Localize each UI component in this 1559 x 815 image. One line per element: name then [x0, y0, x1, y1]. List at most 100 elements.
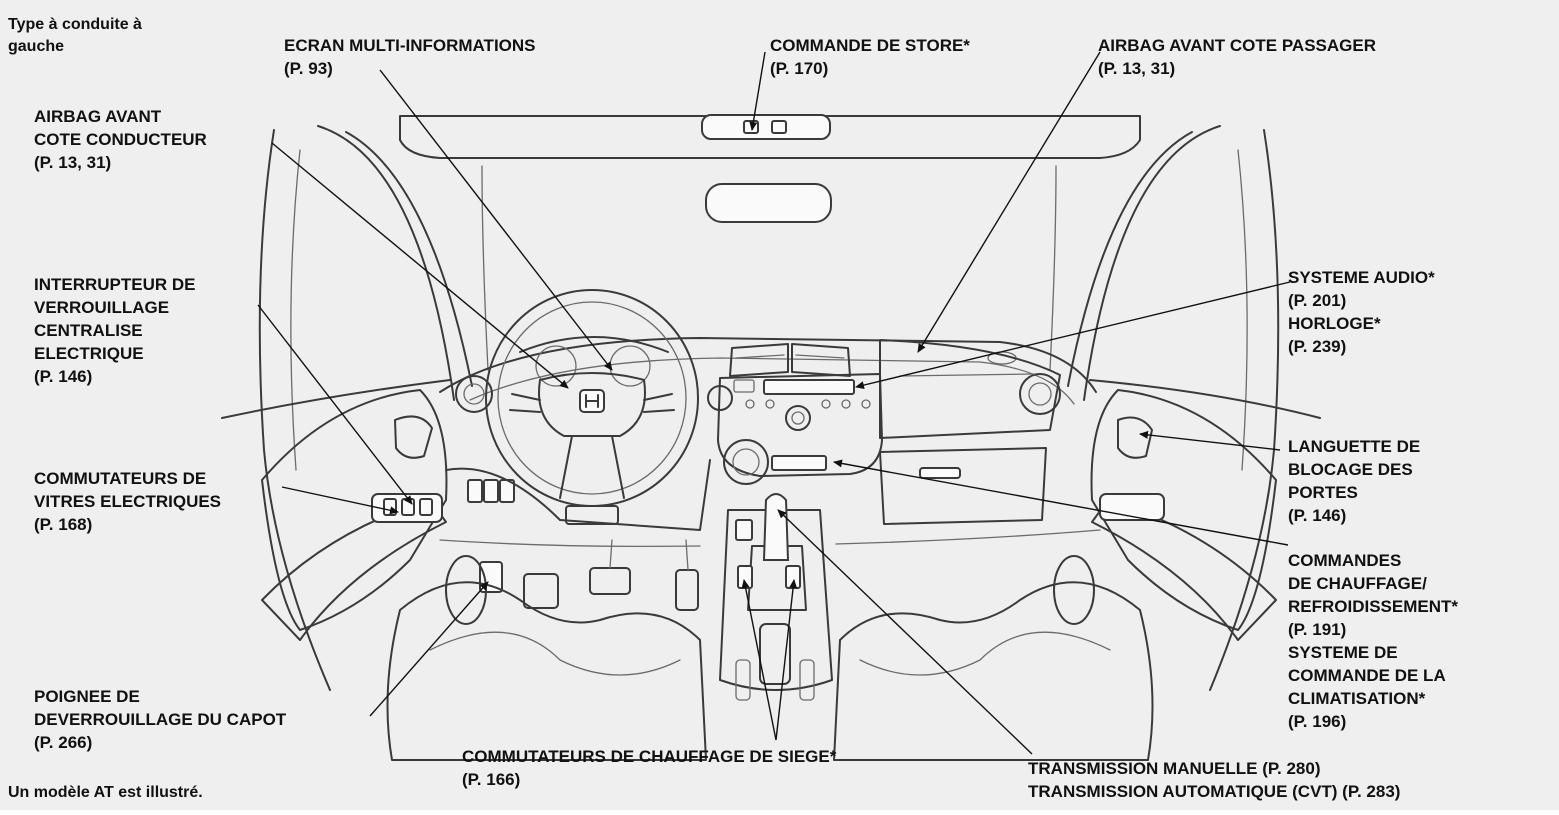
right-door-beltline [1089, 379, 1321, 419]
leader-passenger-airbag [917, 51, 1101, 353]
left-door-frame-inner [290, 149, 301, 471]
console-cupholder [759, 623, 791, 685]
transmission-automatic: TRANSMISSION AUTOMATIQUE (CVT) (P. 283) [1028, 782, 1401, 801]
driver-airbag-page: (P. 13, 31) [34, 153, 112, 172]
leader-multi-info-display [379, 69, 613, 371]
right-a-pillar [1083, 125, 1221, 401]
left-a-pillar [317, 125, 455, 401]
sunshade-control-title: COMMANDE DE STORE* [770, 36, 970, 55]
steering-hub [538, 372, 646, 437]
model-shown-note: Un modèle AT est illustré. [8, 782, 203, 804]
steering-spoke-right [643, 393, 675, 413]
climate-line-2: DE CHAUFFAGE/ [1288, 574, 1427, 593]
left-window-switch-c [419, 498, 433, 516]
center-stack [717, 373, 883, 477]
left-a-pillar-edge [481, 165, 489, 371]
left-side-vent-inner [463, 383, 485, 405]
door-lock-tab-line-2: BLOCAGE DES [1288, 460, 1413, 479]
hood-release-line-2: DEVERROUILLAGE DU CAPOT [34, 710, 287, 729]
leader-window-switches [281, 486, 399, 515]
drive-side-line-1: Type à conduite à [8, 16, 142, 33]
tachometer [535, 345, 577, 387]
passenger-airbag-page: (P. 13, 31) [1098, 59, 1176, 78]
rearview-mirror [705, 183, 832, 223]
sunshade-control-page: (P. 170) [770, 59, 829, 78]
leader-sunshade-control [749, 51, 766, 131]
label-seat-heater-switches: COMMUTATEURS DE CHAUFFAGE DE SIEGE* (P. … [462, 745, 836, 791]
door-lock-switch-page: (P. 146) [34, 367, 93, 386]
climate-button-panel [771, 455, 827, 471]
multi-info-display-title: ECRAN MULTI-INFORMATIONS [284, 36, 536, 55]
audio-knob [785, 405, 811, 431]
model-shown-text: Un modèle AT est illustré. [8, 784, 203, 801]
lower-dash-edge [439, 539, 701, 548]
steering-wheel-rim-inner [497, 301, 687, 495]
window-switches-line-2: VITRES ELECTRIQUES [34, 492, 222, 511]
climate-line-1: COMMANDES [1288, 551, 1402, 570]
center-vent-right [791, 343, 851, 377]
window-switches-line-1: COMMUTATEURS DE [34, 469, 207, 488]
drive-side-line-2: gauche [8, 38, 65, 55]
window-switches-page: (P. 168) [34, 515, 93, 534]
door-lock-switch-line-2: VERROUILLAGE [34, 298, 170, 317]
transmission-manual: TRANSMISSION MANUELLE (P. 280) [1028, 759, 1321, 778]
door-lock-tab-line-1: LANGUETTE DE [1288, 437, 1421, 456]
glove-box-handle [919, 467, 961, 479]
console-switch [735, 519, 753, 541]
audio-button-2 [765, 399, 775, 409]
left-door-beltline [221, 379, 451, 419]
climate-page-2: (P. 196) [1288, 712, 1347, 731]
left-a-pillar-inner [345, 131, 473, 387]
audio-system-page: (P. 201) [1288, 291, 1347, 310]
climate-page-1: (P. 191) [1288, 620, 1347, 639]
right-side-vent-inner [1028, 382, 1052, 406]
right-door-panel [1090, 389, 1277, 631]
instrument-hood [519, 336, 669, 353]
hood-release-page: (P. 266) [34, 733, 93, 752]
honda-h [585, 394, 599, 408]
label-sunshade-control: COMMANDE DE STORE* (P. 170) [770, 34, 970, 80]
accelerator-pedal [675, 569, 699, 611]
airbag-seam [899, 373, 1035, 377]
label-audio-clock: SYSTEME AUDIO* (P. 201) HORLOGE* (P. 239… [1288, 266, 1435, 358]
steering-column [565, 505, 619, 525]
climate-line-6: COMMANDE DE LA [1288, 666, 1446, 685]
leader-transmission [777, 509, 1033, 755]
climate-line-3: REFROIDISSEMENT* [1288, 597, 1459, 616]
door-lock-tab-line-3: PORTES [1288, 483, 1358, 502]
left-switch-2 [483, 479, 499, 503]
leader-door-lock-tab [1139, 430, 1281, 451]
leader-climate-controls [833, 459, 1289, 546]
accelerator-arm [685, 539, 689, 571]
audio-system-title: SYSTEME AUDIO* [1288, 268, 1435, 287]
seat-heater-page: (P. 166) [462, 770, 521, 789]
sunshade-button-1 [743, 120, 759, 134]
left-side-vent [455, 375, 493, 413]
left-door-frame [258, 129, 331, 691]
center-vent-left [729, 343, 789, 377]
clutch-pedal [523, 573, 559, 609]
steering-spoke-bottom [559, 435, 625, 499]
driver-airbag-line-1: AIRBAG AVANT [34, 107, 162, 126]
label-power-window-switches: COMMUTATEURS DE VITRES ELECTRIQUES (P. 1… [34, 467, 221, 536]
left-door-handle [394, 415, 433, 459]
audio-display [763, 379, 855, 395]
drive-side-note: Type à conduite à gauche [8, 14, 142, 58]
center-vent-slat-2 [795, 354, 845, 359]
leader-seat-heater-right [775, 579, 798, 741]
right-a-pillar-inner [1067, 131, 1193, 387]
climate-dial [723, 439, 769, 485]
leader-driver-airbag [271, 142, 569, 389]
passenger-airbag-title: AIRBAG AVANT COTE PASSAGER [1098, 36, 1376, 55]
steering-spoke-left [509, 393, 541, 413]
audio-button-3 [821, 399, 831, 409]
sunshade-console [701, 114, 831, 140]
door-lock-switch-line-1: INTERRUPTEUR DE [34, 275, 196, 294]
left-switch-1 [467, 479, 483, 503]
audio-button-5 [861, 399, 871, 409]
right-door-handle [1117, 416, 1153, 459]
door-lock-switch-line-4: ELECTRIQUE [34, 344, 144, 363]
right-speaker [1053, 555, 1095, 625]
climate-line-5: SYSTEME DE [1288, 643, 1398, 662]
label-multi-info-display: ECRAN MULTI-INFORMATIONS (P. 93) [284, 34, 536, 80]
